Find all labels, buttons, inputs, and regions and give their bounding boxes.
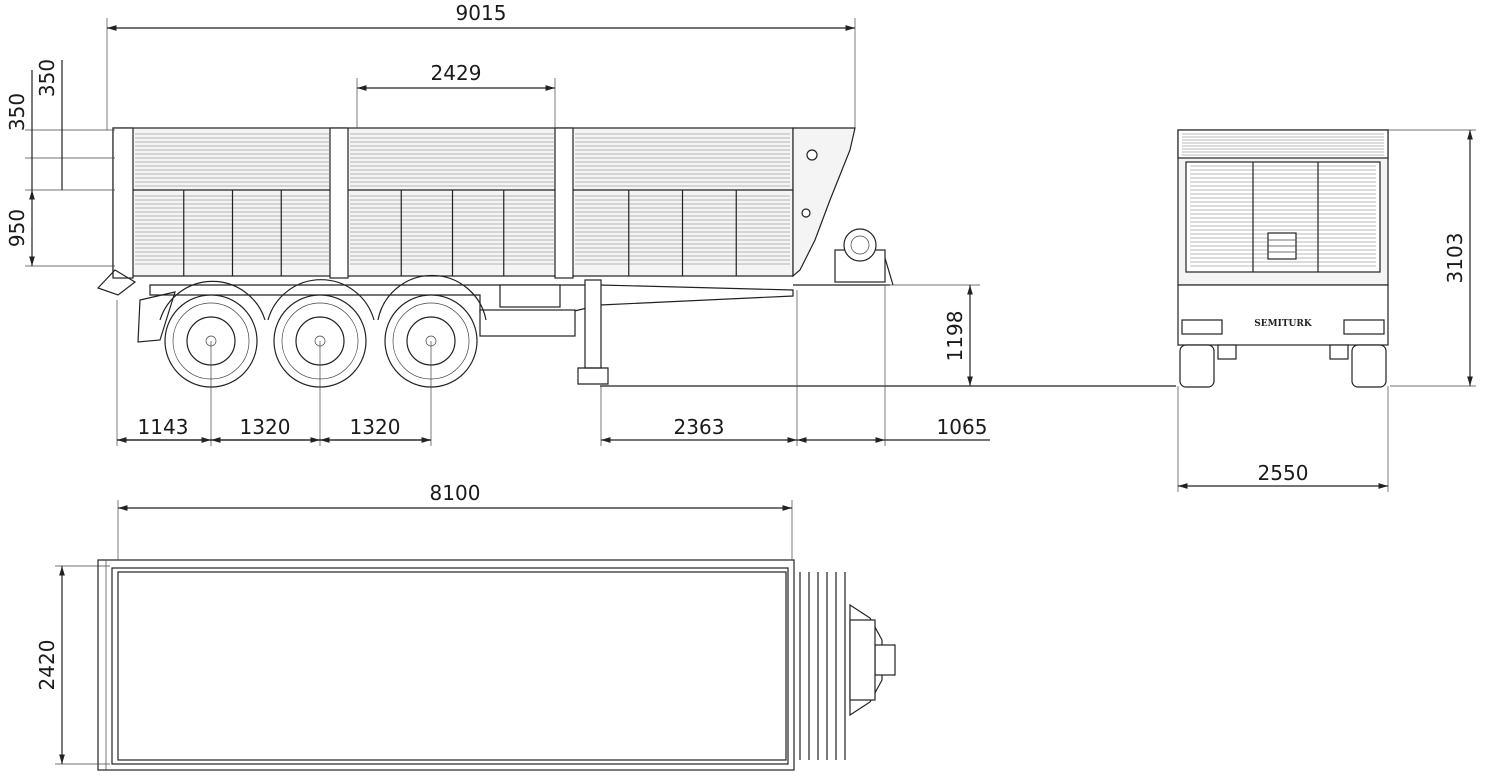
dim-axle-spacing-1: 1320 (240, 415, 291, 439)
side-view (96, 127, 1176, 388)
dim-upper-panel-1: 350 (5, 93, 29, 131)
dim-axle-spacing-2: 1320 (350, 415, 401, 439)
top-view (97, 559, 896, 771)
dim-rear-overhang: 1143 (138, 415, 189, 439)
side-posts (112, 127, 574, 279)
coupling-drum (843, 228, 877, 262)
chassis (149, 284, 794, 313)
rear-logo: SEMITURK (1254, 319, 1313, 329)
dim-overall-width: 2550 (1258, 461, 1309, 485)
dim-overall-length: 9015 (456, 1, 507, 25)
side-dimensions: 9015 2429 350 350 950 1143 1320 1320 (5, 1, 990, 446)
dim-body-length: 8100 (430, 481, 481, 505)
dim-upper-panel-2: 350 (35, 59, 59, 97)
front-bulkhead (792, 127, 856, 278)
bulkhead-hole (806, 149, 818, 161)
dim-top-panel: 2429 (431, 61, 482, 85)
rear-view: SEMITURK (1177, 129, 1389, 388)
rear-dimensions: 3103 2550 (1177, 129, 1476, 492)
dim-overall-height: 3103 (1443, 233, 1467, 284)
dim-lower-panel: 950 (5, 209, 29, 247)
dim-kingpin-to-front: 1065 (937, 415, 988, 439)
top-dimensions: 8100 2420 (35, 481, 793, 765)
lower-ribs (183, 190, 737, 276)
dim-deck-height: 1198 (943, 311, 967, 362)
landing-gear (584, 279, 602, 369)
dim-landing-to-kingpin: 2363 (674, 415, 725, 439)
dim-body-width: 2420 (35, 640, 59, 691)
